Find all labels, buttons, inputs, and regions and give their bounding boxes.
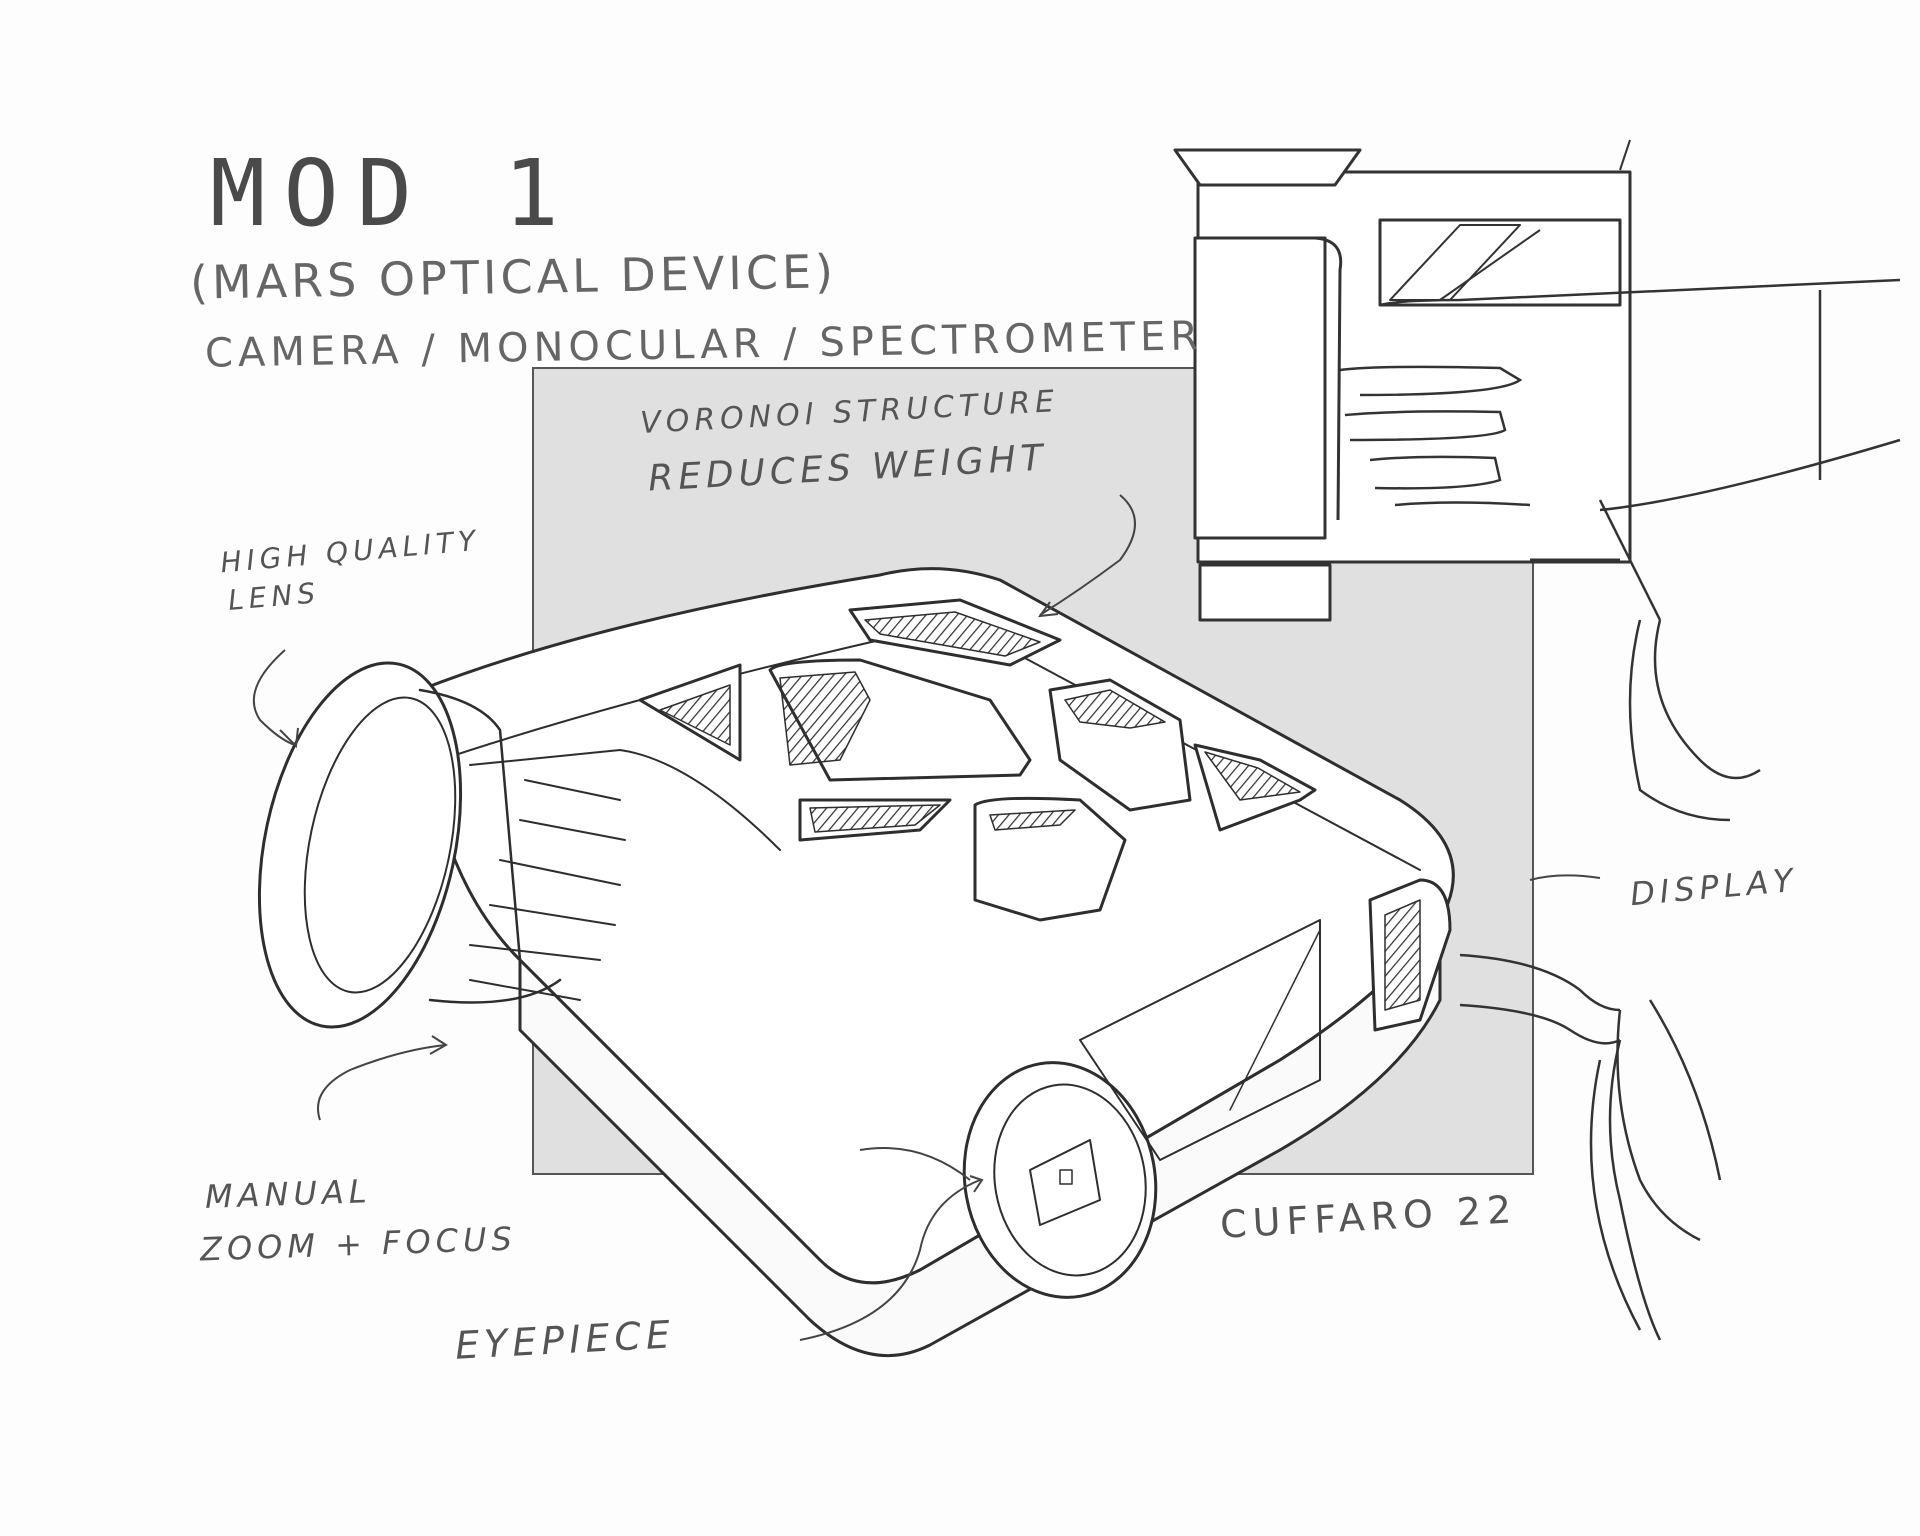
page-title: MOD 1 [210, 140, 577, 247]
annotation-manual-line1: MANUAL [204, 1172, 373, 1216]
strap [1459, 953, 1722, 1341]
side-view-device [1173, 139, 1632, 622]
leader-lines [252, 494, 1601, 1341]
hand-sketch [1339, 278, 1901, 822]
main-device [257, 567, 1455, 1358]
subtitle-mars-optical-device: (MARS OPTICAL DEVICE) [189, 244, 838, 310]
